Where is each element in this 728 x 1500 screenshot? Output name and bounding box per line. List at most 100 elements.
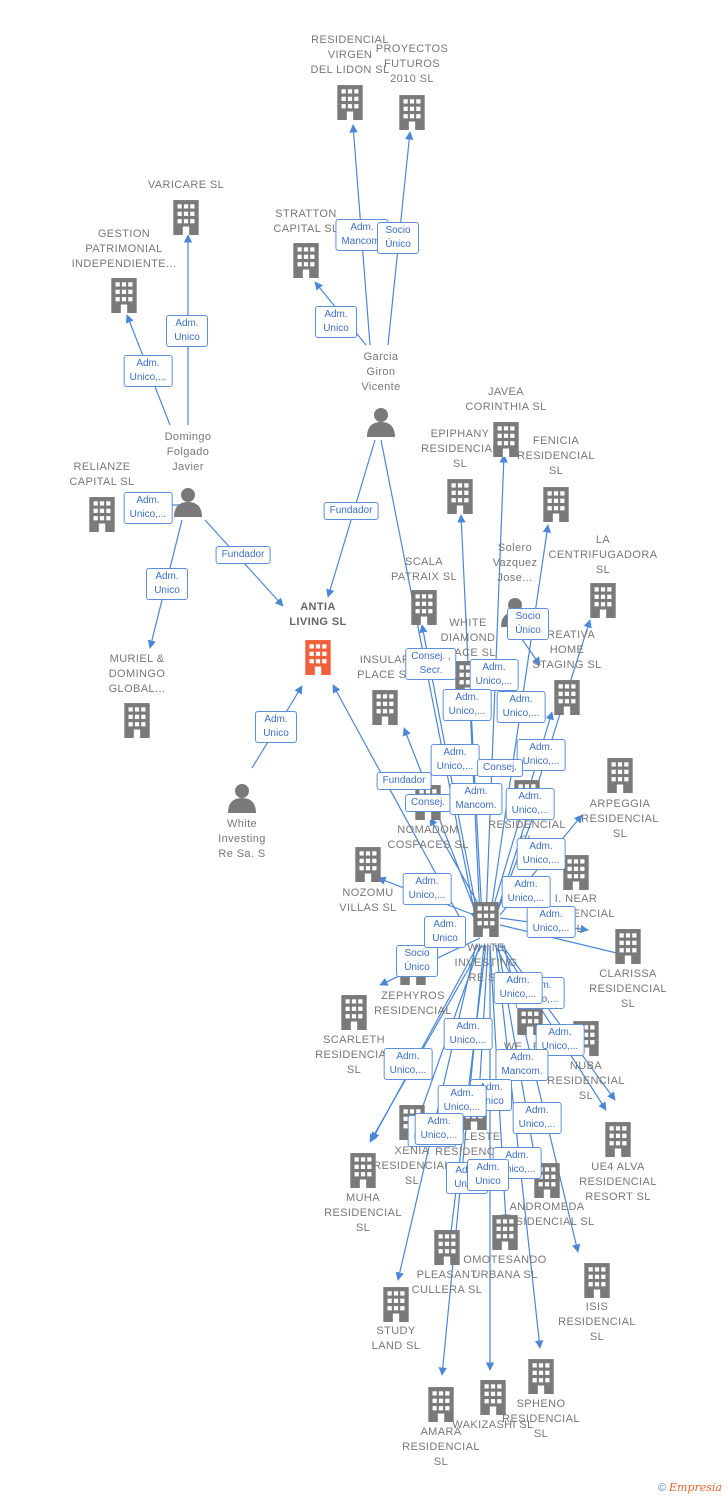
node-label: NOMADOM COSPACES SL	[387, 824, 469, 851]
building-icon	[370, 689, 400, 725]
node-label: WAKIZASHI SL	[452, 1419, 534, 1431]
role-badge-epiphany[interactable]: Adm. Unico,...	[442, 689, 492, 721]
node-domingo[interactable]: Domingo Folgado Javier	[123, 430, 253, 475]
role-badge-varicare[interactable]: Adm. Unico	[166, 315, 208, 347]
node-antia[interactable]: ANTIA LIVING SL	[253, 600, 383, 630]
building-icon	[603, 1121, 633, 1157]
node-label: GESTION PATRIMONIAL INDEPENDIENTE...	[71, 228, 177, 270]
role-badge-residencial-sl[interactable]: Adm. Unico,...	[505, 788, 555, 820]
role-badge-antia[interactable]: Fundador	[215, 546, 271, 564]
role-badge-wakizashi[interactable]: Adm. Unico	[467, 1159, 509, 1191]
role-badge-zephyros[interactable]: Socio Único	[396, 945, 438, 977]
node-epiphany[interactable]: EPIPHANY RESIDENCIAL SL	[395, 427, 525, 472]
node-scala[interactable]: SCALA PATRAIX SL	[359, 555, 489, 585]
node-label: EPIPHANY RESIDENCIAL SL	[421, 428, 499, 470]
node-solero[interactable]: Solero Vazquez Jose...	[450, 541, 580, 586]
edge-white-investing-to-study	[395, 944, 477, 1281]
role-badge-antia[interactable]: Adm. Unico	[255, 711, 297, 743]
node-label: White Investing Re Sa. S	[218, 818, 266, 860]
role-badge-muriel[interactable]: Adm. Unico	[146, 568, 188, 600]
node-label: PROYECTOS FUTUROS 2010 SL	[375, 43, 449, 85]
node-proyectos-futuros[interactable]: PROYECTOS FUTUROS 2010 SL	[347, 42, 477, 87]
role-badge-arpeggia[interactable]: Adm. Unico,...	[516, 838, 566, 870]
node-label: VARICARE SL	[147, 179, 225, 191]
empresia-logo: Empresia	[669, 1481, 722, 1494]
person-icon	[366, 407, 396, 437]
building-icon	[490, 1214, 520, 1250]
node-label: ISIS RESIDENCIAL SL	[558, 1301, 636, 1343]
role-badge-javea[interactable]: Adm. Unico,...	[469, 659, 519, 691]
role-badge-near[interactable]: Adm. Unico,...	[526, 906, 576, 938]
node-label: MUHA RESIDENCIAL SL	[324, 1192, 402, 1234]
role-badge-proyectos-futuros[interactable]: Socio Único	[377, 222, 419, 254]
role-badge-la-centrifugadora[interactable]: Adm. Unico,...	[516, 739, 566, 771]
role-badge-amara[interactable]: Adm. Unico,...	[414, 1113, 464, 1145]
edge-white-investing-to-nomadom	[429, 817, 487, 919]
role-badge-white-diamond[interactable]: Adm. Unico,...	[430, 744, 480, 776]
node-label: LA CENTRIFUGADORA SL	[548, 534, 658, 576]
building-icon	[561, 854, 591, 890]
node-label: SCARLETH RESIDENCIAL SL	[315, 1034, 393, 1076]
role-badge-we-ent[interactable]: Adm. Mancom.	[495, 1049, 549, 1081]
node-label: ZEPHYROS RESIDENCIAL	[374, 990, 452, 1017]
node-la-centrifugadora[interactable]: LA CENTRIFUGADORA SL	[538, 533, 668, 578]
node-label: Solero Vazquez Jose...	[492, 542, 538, 584]
role-badge-nozomu[interactable]: Adm. Unico,...	[402, 873, 452, 905]
node-muriel[interactable]: MURIEL & DOMINGO GLOBAL...	[72, 652, 202, 697]
building-icon	[478, 1379, 508, 1415]
node-label: Domingo Folgado Javier	[164, 431, 212, 473]
building-icon	[541, 486, 571, 522]
role-badge-celeste[interactable]: Adm. Unico,...	[443, 1018, 493, 1050]
node-gestion[interactable]: GESTION PATRIMONIAL INDEPENDIENTE...	[59, 227, 189, 272]
node-javea[interactable]: JAVEA CORINTHIA SL	[441, 385, 571, 415]
person-icon	[173, 487, 203, 517]
edge-white-investing-to-spheno	[495, 944, 544, 1349]
building-icon	[582, 1262, 612, 1298]
node-residencial-virgen[interactable]: RESIDENCIAL VIRGEN DEL LIDON SL	[285, 33, 415, 78]
role-badge-creativa[interactable]: Socio Único	[507, 608, 549, 640]
node-label: SCALA PATRAIX SL	[391, 556, 457, 583]
role-badge-creativa[interactable]: Consej.	[477, 759, 523, 777]
building-icon	[605, 757, 635, 793]
role-badge-spheno[interactable]: Adm. Unico,...	[493, 972, 543, 1004]
role-badge-fenicia[interactable]: Adm. Unico,...	[496, 691, 546, 723]
edge-white-investing-to-clarissa	[499, 924, 626, 958]
node-label: SPHENO RESIDENCIAL SL	[502, 1398, 580, 1440]
building-icon	[122, 702, 152, 738]
building-icon	[526, 1358, 556, 1394]
role-badge-scarleth[interactable]: Adm. Unico	[424, 916, 466, 948]
edge-white-investing-to-amara	[438, 944, 485, 1376]
role-badge-ue4[interactable]: Adm. Unico,...	[512, 1102, 562, 1134]
node-label: NOZOMU VILLAS SL	[339, 887, 397, 914]
node-stratton[interactable]: STRATTON CAPITAL SL	[241, 207, 371, 237]
building-icon	[552, 679, 582, 715]
role-badge-stratton[interactable]: Adm. Unico	[315, 306, 357, 338]
building-icon	[588, 582, 618, 618]
node-label: CLARISSA RESIDENCIAL SL	[589, 968, 667, 1010]
node-label: MURIEL & DOMINGO GLOBAL...	[108, 653, 166, 695]
role-badge-gestion[interactable]: Adm. Unico,...	[123, 355, 173, 387]
node-label: STUDY LAND SL	[371, 1325, 421, 1352]
node-label: ANTIA LIVING SL	[289, 601, 347, 628]
role-badge-antia[interactable]: Fundador	[376, 772, 432, 790]
building-icon	[381, 1286, 411, 1322]
role-badge-nomadom[interactable]: Adm. Mancom.	[449, 783, 503, 815]
node-creativa[interactable]: CREATIVA HOME STAGING SL	[502, 628, 632, 673]
building-icon	[339, 994, 369, 1030]
building-icon	[613, 928, 643, 964]
role-badge-relianze[interactable]: Adm. Unico,...	[123, 492, 173, 524]
role-badge-scala[interactable]: Consej. , Secr.	[405, 648, 457, 680]
node-garcia[interactable]: Garcia Giron Vicente	[316, 350, 446, 395]
node-label: AMARA RESIDENCIAL SL	[402, 1426, 480, 1468]
building-icon	[397, 94, 427, 130]
node-fenicia[interactable]: FENICIA RESIDENCIAL SL	[491, 434, 621, 479]
node-relianze[interactable]: RELIANZE CAPITAL SL	[37, 460, 167, 490]
role-badge-insular[interactable]: Consej.	[405, 794, 451, 812]
role-badge-xenia[interactable]: Adm. Unico,...	[383, 1048, 433, 1080]
role-badge-antia[interactable]: Fundador	[323, 502, 379, 520]
role-badge-clarissa[interactable]: Adm. Unico,...	[501, 876, 551, 908]
node-label: XENIA RESIDENCIAL SL	[373, 1145, 451, 1187]
copyright-symbol: ©	[657, 1482, 666, 1494]
footer-credit[interactable]: © Empresia	[658, 1481, 722, 1494]
node-varicare[interactable]: VARICARE SL	[121, 178, 251, 193]
